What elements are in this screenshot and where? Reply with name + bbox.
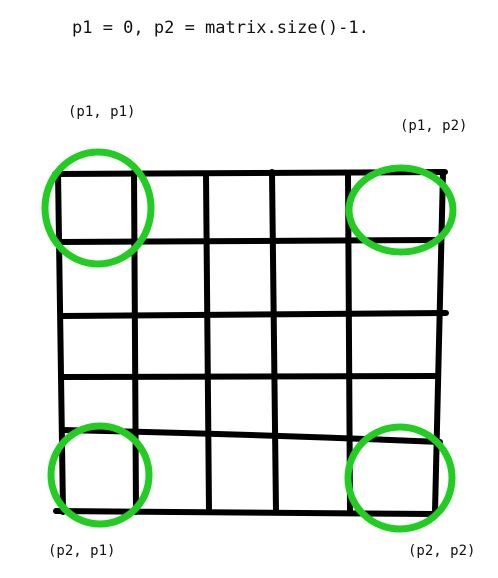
formula-text: p1 = 0, p2 = matrix.size()-1. bbox=[72, 18, 369, 38]
highlight-circle-bottom-left bbox=[47, 422, 153, 528]
highlight-circle-bottom-right bbox=[344, 423, 456, 533]
grid-line-h bbox=[59, 310, 449, 319]
label-bottom-left: (p2, p1) bbox=[48, 543, 116, 559]
grid-line-h bbox=[61, 373, 441, 380]
highlight-circle-top-right bbox=[345, 164, 457, 256]
corner-highlights bbox=[41, 148, 457, 533]
grid-line-h bbox=[53, 508, 437, 517]
grid-line-v bbox=[55, 169, 66, 515]
grid-line-v bbox=[432, 169, 446, 515]
label-bottom-right: (p2, p2) bbox=[408, 543, 476, 559]
grid-line-h bbox=[59, 427, 443, 445]
label-top-left: (p1, p1) bbox=[68, 104, 136, 120]
grid-line-v bbox=[269, 169, 279, 515]
grid bbox=[52, 169, 449, 517]
label-top-right: (p1, p2) bbox=[400, 118, 468, 134]
grid-line-h bbox=[55, 237, 443, 245]
grid-line-v bbox=[203, 171, 212, 515]
grid-line-v bbox=[131, 169, 139, 515]
highlight-circle-top-left bbox=[41, 148, 155, 268]
